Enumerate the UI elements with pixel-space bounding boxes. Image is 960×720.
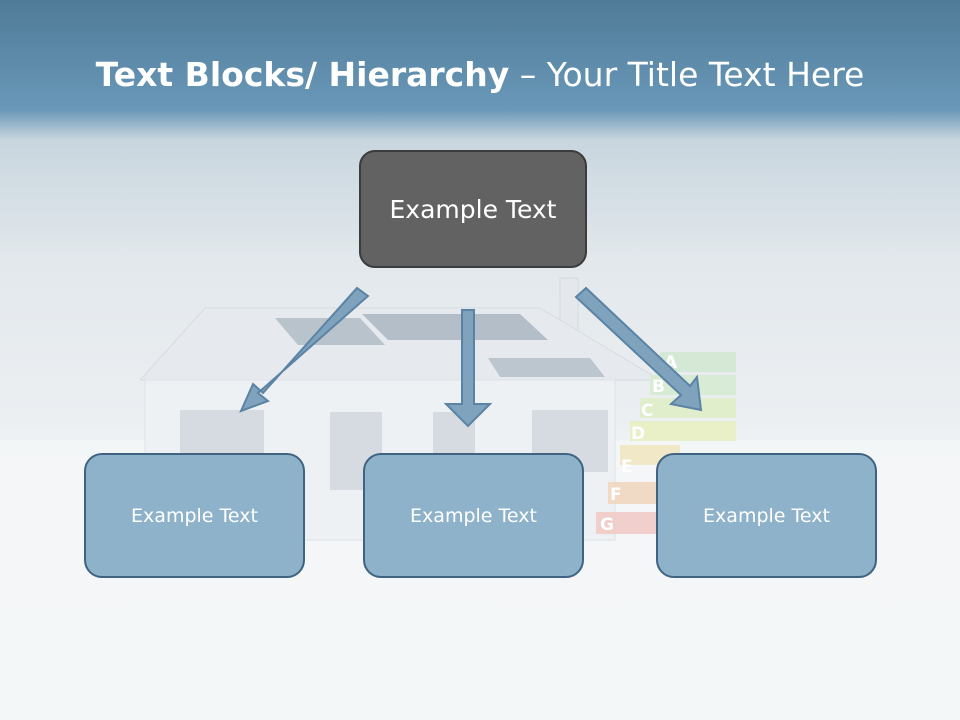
parent-text-block[interactable]: Example Text <box>359 150 587 268</box>
title-regular-part: Your Title Text Here <box>546 55 865 94</box>
energy-label-c: C <box>641 401 653 421</box>
title-bar: Text Blocks/ Hierarchy – Your Title Text… <box>0 0 960 150</box>
title-bold-part: Text Blocks/ Hierarchy <box>95 55 510 94</box>
arrow-to-right-box <box>574 286 703 412</box>
parent-text-label: Example Text <box>389 194 557 224</box>
child-text-block-right[interactable]: Example Text <box>656 453 877 578</box>
child-text-block-center[interactable]: Example Text <box>363 453 584 578</box>
title-separator: – <box>519 55 537 94</box>
energy-label-g: G <box>600 515 614 535</box>
child-text-block-left[interactable]: Example Text <box>84 453 305 578</box>
energy-label-d: D <box>631 424 645 444</box>
energy-label-e: E <box>621 457 633 477</box>
child-text-label: Example Text <box>703 504 830 527</box>
arrow-to-center-box <box>443 309 493 428</box>
child-text-label: Example Text <box>410 504 537 527</box>
child-text-label: Example Text <box>131 504 258 527</box>
slide-title: Text Blocks/ Hierarchy – Your Title Text… <box>0 52 960 98</box>
energy-label-f: F <box>610 485 622 505</box>
arrow-to-left-box <box>239 286 370 413</box>
energy-label-b: B <box>652 377 665 397</box>
